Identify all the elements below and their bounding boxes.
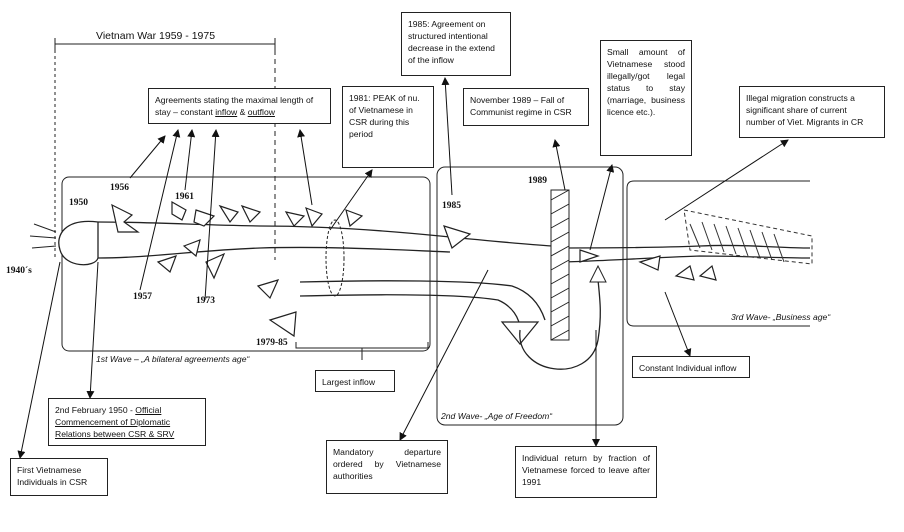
year-1973: 1973 xyxy=(196,296,215,306)
official-dash: - xyxy=(127,405,136,415)
peak-box: 1981: PEAK of nu. of Vietnamese in CSR d… xyxy=(342,86,434,168)
third-wave-frame xyxy=(626,180,810,327)
year-1957: 1957 xyxy=(133,292,152,302)
official-text: Official Commencement of Diplomatic Rela… xyxy=(55,405,175,439)
largest-inflow-bracket xyxy=(295,342,429,360)
year-1940s: 1940´s xyxy=(6,266,32,276)
agreements-amp: & xyxy=(237,107,248,117)
official-box: 2nd February 1950 - Official Commencemen… xyxy=(48,398,206,446)
agreements-box: Agreements stating the maximal length of… xyxy=(148,88,331,124)
official-date: 2nd February 1950 xyxy=(55,405,128,415)
first-wave-frame xyxy=(61,176,431,352)
first-wave-caption: 1st Wave – „A bilateral agreements age“ xyxy=(96,354,250,364)
agreements-text: Agreements stating the maximal length of… xyxy=(155,95,314,117)
third-wave-caption: 3rd Wave- „Business age“ xyxy=(731,312,831,322)
illegal-hatch xyxy=(683,209,813,265)
mandatory-departure-box: Mandatory departure ordered by Vietnames… xyxy=(326,440,448,494)
year-1985: 1985 xyxy=(442,201,461,211)
pointer-lines xyxy=(17,77,789,459)
agreements-inflow: inflow xyxy=(215,107,238,117)
year-1961: 1961 xyxy=(175,192,194,202)
constant-inflow-box: Constant Individual inflow xyxy=(632,356,750,378)
vietnam-war-title: Vietnam War 1959 - 1975 xyxy=(96,30,216,42)
individual-return-box: Individual return by fraction of Vietnam… xyxy=(515,446,657,498)
flow-arrows xyxy=(111,200,717,345)
agreements-outflow: outflow xyxy=(247,107,275,117)
return-loop xyxy=(519,279,601,370)
illegal-migration-box: Illegal migration constructs a significa… xyxy=(739,86,885,138)
peak-ellipse xyxy=(325,219,345,297)
largest-inflow-box: Largest inflow xyxy=(315,370,395,392)
main-flow xyxy=(58,220,811,331)
vietnam-war-bracket xyxy=(54,38,276,260)
agreement-1985-box: 1985: Agreement on structured intentiona… xyxy=(401,12,511,76)
year-1979-85: 1979-85 xyxy=(256,338,288,348)
year-1956: 1956 xyxy=(110,183,129,193)
year-1950: 1950 xyxy=(69,198,88,208)
first-vietnamese-box: First Vietnamese Individuals in CSR xyxy=(10,458,108,496)
year-1989: 1989 xyxy=(528,176,547,186)
fall-1989-box: November 1989 – Fall of Communist regime… xyxy=(463,88,589,126)
second-wave-caption: 2nd Wave- „Age of Freedom“ xyxy=(441,411,553,421)
small-amount-box: Small amount of Vietnamese stood illegal… xyxy=(600,40,692,156)
